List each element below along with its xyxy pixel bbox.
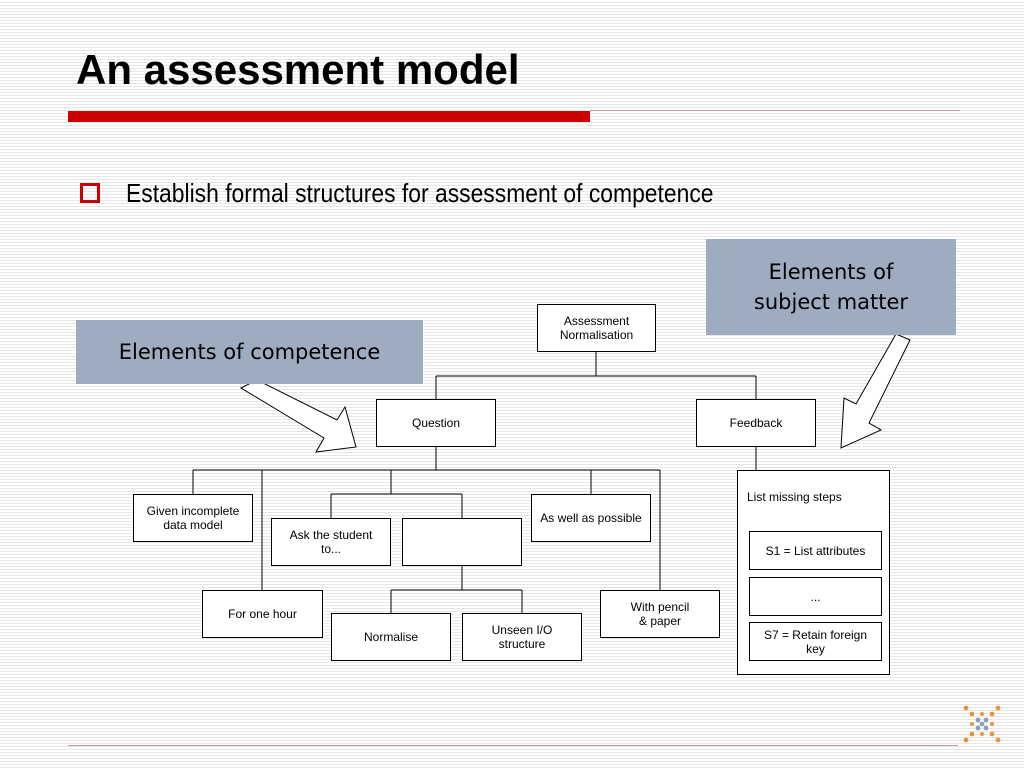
square-outline-icon [80, 183, 100, 203]
node-pencil-line2: & paper [638, 614, 682, 628]
step-s7-text: S7 = Retain foreign key [763, 627, 868, 656]
node-given-line1: Given incomplete [146, 504, 240, 518]
feedback-panel-label: List missing steps [747, 490, 842, 504]
node-given-line2: data model [163, 518, 223, 532]
node-feedback: Feedback [696, 399, 816, 447]
title-underline-red [68, 111, 590, 122]
subject-arrow [840, 333, 911, 449]
step-ellipsis: ... [749, 577, 882, 616]
node-ask-line1: Ask the student [289, 528, 373, 542]
node-unseen-line1: Unseen I/O [491, 623, 553, 637]
node-for-one-hour: For one hour [202, 590, 323, 638]
node-pencil-line1: With pencil [630, 600, 690, 614]
step-s7: S7 = Retain foreign key [749, 622, 882, 661]
callout-elements-of-competence: Elements of competence [76, 320, 423, 384]
node-with-pencil-and-paper: With pencil& paper [600, 590, 720, 638]
node-ask-line2: to... [320, 542, 341, 556]
slide-title: An assessment model [76, 46, 520, 93]
footer-rule [68, 745, 958, 746]
node-root-line2: Normalisation [559, 328, 634, 342]
node-question: Question [376, 399, 496, 447]
bullet-text: Establish formal structures for assessme… [126, 178, 714, 208]
callout-elements-of-subject-matter: Elements of subject matter [706, 239, 956, 335]
node-unseen-line2: structure [498, 637, 546, 651]
callout-subject-text: Elements of subject matter [753, 260, 909, 314]
logo-dots [963, 705, 1001, 743]
step-s1: S1 = List attributes [749, 531, 882, 570]
title-underline-thin [590, 110, 960, 111]
dotted-cross-logo-icon [963, 705, 1001, 743]
node-root-line1: Assessment [563, 314, 630, 328]
node-normalise: Normalise [331, 613, 451, 661]
node-as-well-as-possible: As well as possible [531, 494, 651, 542]
node-blank [402, 518, 522, 566]
competence-arrow [239, 379, 357, 453]
connector-lines [192, 352, 757, 613]
